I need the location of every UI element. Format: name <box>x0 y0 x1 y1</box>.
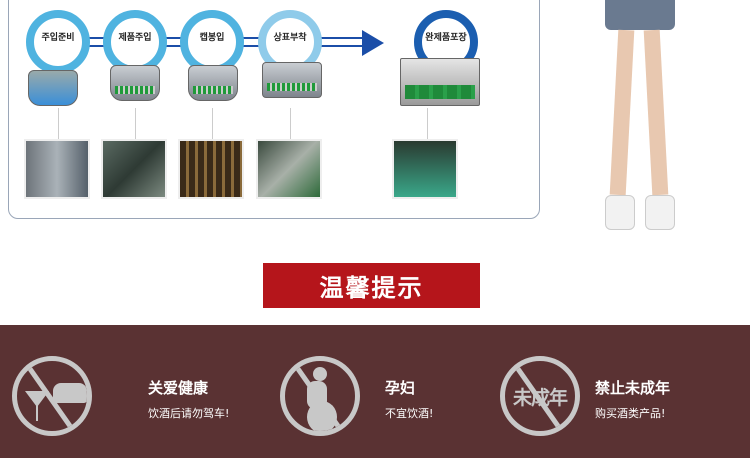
tips-banner: 温馨提示 <box>263 263 480 308</box>
capper-illustration <box>188 65 238 101</box>
packing-photo <box>392 139 458 199</box>
step-ring: 주입준비 <box>26 10 90 74</box>
labeler-illustration <box>262 62 322 98</box>
warning-subtitle: 不宜饮酒! <box>385 407 434 420</box>
tank-illustration <box>28 70 78 106</box>
no-drink-driving-icon <box>12 356 92 436</box>
packer-illustration <box>400 58 480 106</box>
step-label: 제품주입 <box>118 33 152 43</box>
step-label: 완제품포장 <box>425 33 467 43</box>
connector-line <box>290 108 291 140</box>
step-label: 캡봉입 <box>199 33 225 43</box>
step-label: 주입준비 <box>41 33 75 43</box>
labeling-photo <box>256 139 322 199</box>
warning-text: 禁止未成年购买酒类产品! <box>595 377 670 421</box>
connector-line <box>58 108 59 140</box>
filler-illustration <box>110 65 160 101</box>
step-label: 상표부착 <box>273 33 307 43</box>
connector-line <box>427 108 428 140</box>
warning-text: 关爱健康饮酒后请勿驾车! <box>148 377 229 421</box>
capping-photo <box>178 139 244 199</box>
warning-title: 孕妇 <box>385 379 416 397</box>
warning-subtitle: 饮酒后请勿驾车! <box>148 407 230 420</box>
arrow-right-icon <box>362 30 384 56</box>
warning-title: 禁止未成年 <box>595 379 671 397</box>
no-pregnant-drinking-icon <box>280 356 360 436</box>
warning-title: 关爱健康 <box>148 379 209 397</box>
filling-photo <box>101 139 167 199</box>
connector-line <box>135 108 136 140</box>
warning-band: 关爱健康饮酒后请勿驾车! 孕妇不宜饮酒! 未成年 禁止未成年购买酒类产品! <box>0 325 750 458</box>
no-minors-icon: 未成年 <box>500 356 580 436</box>
model-legs-photo <box>600 0 685 235</box>
warning-text: 孕妇不宜饮酒! <box>385 377 433 421</box>
no-minors-icon-text: 未成年 <box>512 387 568 409</box>
connector-line <box>212 108 213 140</box>
tank-photo <box>24 139 90 199</box>
warning-subtitle: 购买酒类产品! <box>595 407 666 420</box>
